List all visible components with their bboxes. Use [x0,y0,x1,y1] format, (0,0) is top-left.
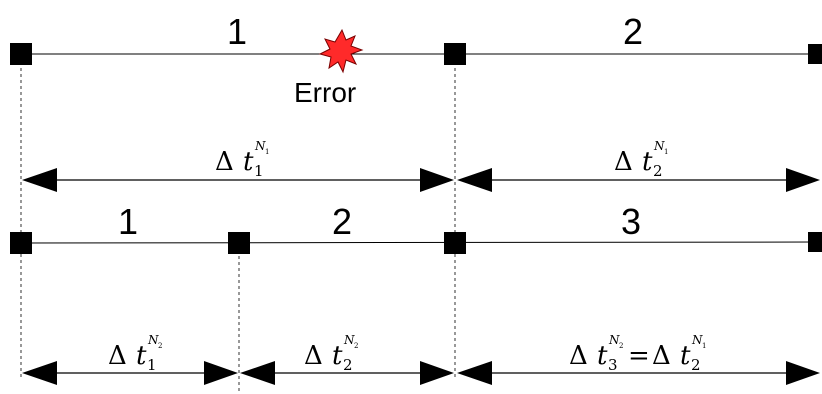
arrowhead-left-icon [457,168,492,192]
superscript-index: 1 [702,342,706,350]
arrowhead-right-icon [786,168,820,192]
arrowhead-left-icon [22,168,57,192]
row2-intervals: Δ t 1 N 2 Δ t 2 N 2 Δ t 3 N 2 = Δ t 2 N … [22,333,820,385]
t-symbol: t [243,147,254,177]
red-starburst-icon [318,28,364,74]
error-label: Error [294,77,356,108]
delta-symbol: Δ [614,147,633,177]
segment-label: 2 [623,11,643,52]
interval-label: Δ t 1 N 1 [215,139,269,180]
segment-label: 1 [118,201,138,242]
interval-label: Δ t 2 N 2 [304,333,358,374]
superscript-index: 2 [354,342,358,350]
superscript-base: N [608,333,620,347]
node-square [444,232,466,254]
equals-sign: = [628,341,650,371]
delta-symbol: Δ [652,341,671,371]
row2-timeline: 1 2 3 [10,201,822,254]
guide-lines [20,62,456,392]
delta-symbol: Δ [108,341,127,371]
superscript-base: N [653,139,665,153]
interval-label: Δ t 1 N 2 [108,333,162,374]
arrowhead-right-icon [204,361,238,385]
arrowhead-right-icon [420,361,454,385]
segment-label: 1 [227,11,247,52]
arrowhead-right-icon [786,361,820,385]
subscript: 3 [608,356,618,374]
t-symbol: t [597,341,608,371]
delta-symbol: Δ [215,147,234,177]
subscript: 2 [653,162,663,180]
node-square [808,232,822,252]
superscript-index: 1 [664,148,668,156]
interval-label: Δ t 2 N 1 [614,139,668,180]
t-symbol: t [642,147,653,177]
subscript: 1 [254,162,264,180]
superscript-base: N [254,139,266,153]
subscript: 2 [691,356,701,374]
subscript: 1 [147,356,157,374]
superscript-index: 2 [158,342,162,350]
superscript-base: N [691,333,703,347]
delta-symbol: Δ [304,341,323,371]
arrowhead-left-icon [457,361,492,385]
node-square [10,232,32,254]
row1-timeline: 1 2 Error [10,11,822,108]
arrowhead-left-icon [22,361,57,385]
superscript-base: N [343,333,355,347]
equality-label: Δ t 3 N 2 = Δ t 2 N 1 [569,333,706,374]
node-square [808,44,822,64]
node-square [444,43,466,65]
t-symbol: t [332,341,343,371]
node-square [10,43,32,65]
arrowhead-right-icon [420,168,454,192]
node-square [228,232,250,254]
segment-label: 2 [332,201,352,242]
superscript-index: 2 [619,342,623,350]
superscript-base: N [147,333,159,347]
t-symbol: t [136,341,147,371]
row1-intervals: Δ t 1 N 1 Δ t 2 N 1 [22,139,820,192]
t-symbol: t [680,341,691,371]
superscript-index: 1 [265,148,269,156]
timeline-line [20,241,817,244]
subscript: 2 [343,356,353,374]
delta-symbol: Δ [569,341,588,371]
arrowhead-left-icon [240,361,275,385]
segment-label: 3 [621,201,641,242]
